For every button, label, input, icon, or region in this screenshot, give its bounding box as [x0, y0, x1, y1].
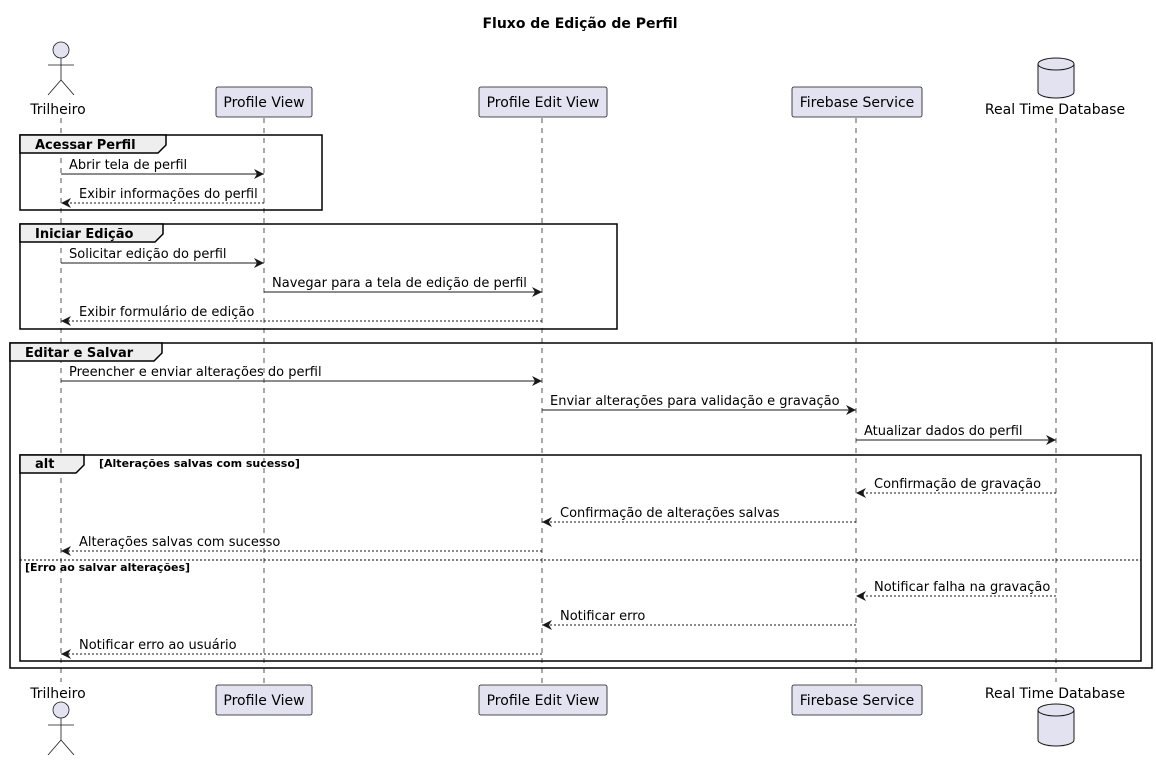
message-label: Exibir formulário de edição — [79, 305, 254, 320]
message: Notificar erro — [542, 609, 856, 630]
message-label: Alterações salvas com sucesso — [79, 535, 280, 550]
group-label: Editar e Salvar — [25, 346, 134, 361]
message-label: Notificar falha na gravação — [874, 580, 1050, 595]
message: Exibir formulário de edição — [61, 305, 542, 326]
message: Solicitar edição do perfil — [61, 247, 264, 268]
participant-firebase-service-bottom: Firebase Service — [791, 684, 923, 716]
diagram-title: Fluxo de Edição de Perfil — [482, 16, 677, 32]
database-icon — [1037, 57, 1075, 99]
alt-condition-error: [Erro ao salvar alterações] — [25, 561, 190, 574]
lifelines — [60, 118, 1057, 684]
message: Confirmação de alterações salvas — [542, 506, 856, 527]
message: Navegar para a tela de edição de perfil — [264, 276, 542, 297]
participant-label: Profile View — [223, 693, 304, 709]
participant-profile-view-top: Profile View — [215, 86, 313, 118]
message-label: Confirmação de gravação — [874, 477, 1041, 492]
message-label: Notificar erro — [560, 609, 645, 624]
participant-label: Trilheiro — [29, 686, 85, 702]
message-label: Preencher e enviar alterações do perfil — [69, 365, 322, 380]
message: Confirmação de gravação — [856, 477, 1056, 498]
database-real-time-database-top: Real Time Database — [985, 57, 1125, 118]
participant-label: Profile Edit View — [487, 95, 600, 111]
group-label: Iniciar Edição — [35, 227, 134, 242]
message: Preencher e enviar alterações do perfil — [61, 365, 542, 386]
participants-top: Trilheiro Profile View Profile Edit View… — [29, 41, 1125, 118]
message-label: Notificar erro ao usuário — [79, 638, 237, 653]
participant-label: Trilheiro — [29, 102, 85, 118]
participant-profile-view-bottom: Profile View — [215, 684, 313, 716]
message-label: Navegar para a tela de edição de perfil — [272, 276, 527, 291]
message: Notificar erro ao usuário — [61, 638, 542, 659]
database-icon — [1037, 703, 1075, 747]
message: Abrir tela de perfil — [61, 158, 264, 179]
group-editar-e-salvar: Editar e Salvar — [9, 342, 1153, 669]
participant-label: Firebase Service — [800, 95, 915, 111]
message-label: Atualizar dados do perfil — [864, 424, 1023, 439]
participant-label: Real Time Database — [985, 102, 1125, 118]
alt-condition-success: [Alterações salvas com sucesso] — [99, 457, 300, 470]
message: Atualizar dados do perfil — [856, 424, 1056, 445]
message-label: Solicitar edição do perfil — [69, 247, 227, 262]
stick-figure-icon — [47, 41, 75, 96]
message: Enviar alterações para validação e grava… — [542, 394, 856, 415]
participant-profile-edit-view-bottom: Profile Edit View — [478, 684, 608, 716]
actor-trilheiro-top: Trilheiro — [29, 41, 86, 118]
alt-label: alt — [35, 457, 54, 472]
group-iniciar-edicao: Iniciar Edição — [19, 223, 618, 330]
participant-label: Profile View — [223, 95, 304, 111]
stick-figure-icon — [47, 701, 75, 756]
participant-label: Profile Edit View — [487, 693, 600, 709]
message: Notificar falha na gravação — [856, 580, 1056, 601]
database-real-time-database-bottom: Real Time Database — [985, 686, 1125, 747]
alt-fragment: alt [Alterações salvas com sucesso] [Err… — [19, 454, 1142, 662]
participant-label: Firebase Service — [800, 693, 915, 709]
message-label: Confirmação de alterações salvas — [560, 506, 780, 521]
message-label: Enviar alterações para validação e grava… — [550, 394, 840, 409]
message: Exibir informações do perfil — [61, 187, 264, 208]
participants-bottom: Trilheiro Profile View Profile Edit View… — [29, 684, 1125, 756]
group-acessar-perfil: Acessar Perfil — [19, 134, 323, 211]
group-label: Acessar Perfil — [35, 138, 136, 153]
participant-firebase-service-top: Firebase Service — [791, 86, 923, 118]
actor-trilheiro-bottom: Trilheiro — [29, 686, 86, 756]
participant-profile-edit-view-top: Profile Edit View — [478, 86, 608, 118]
message-label: Exibir informações do perfil — [79, 187, 258, 202]
participant-label: Real Time Database — [985, 686, 1125, 702]
message: Alterações salvas com sucesso — [61, 535, 542, 556]
message-label: Abrir tela de perfil — [69, 158, 187, 173]
